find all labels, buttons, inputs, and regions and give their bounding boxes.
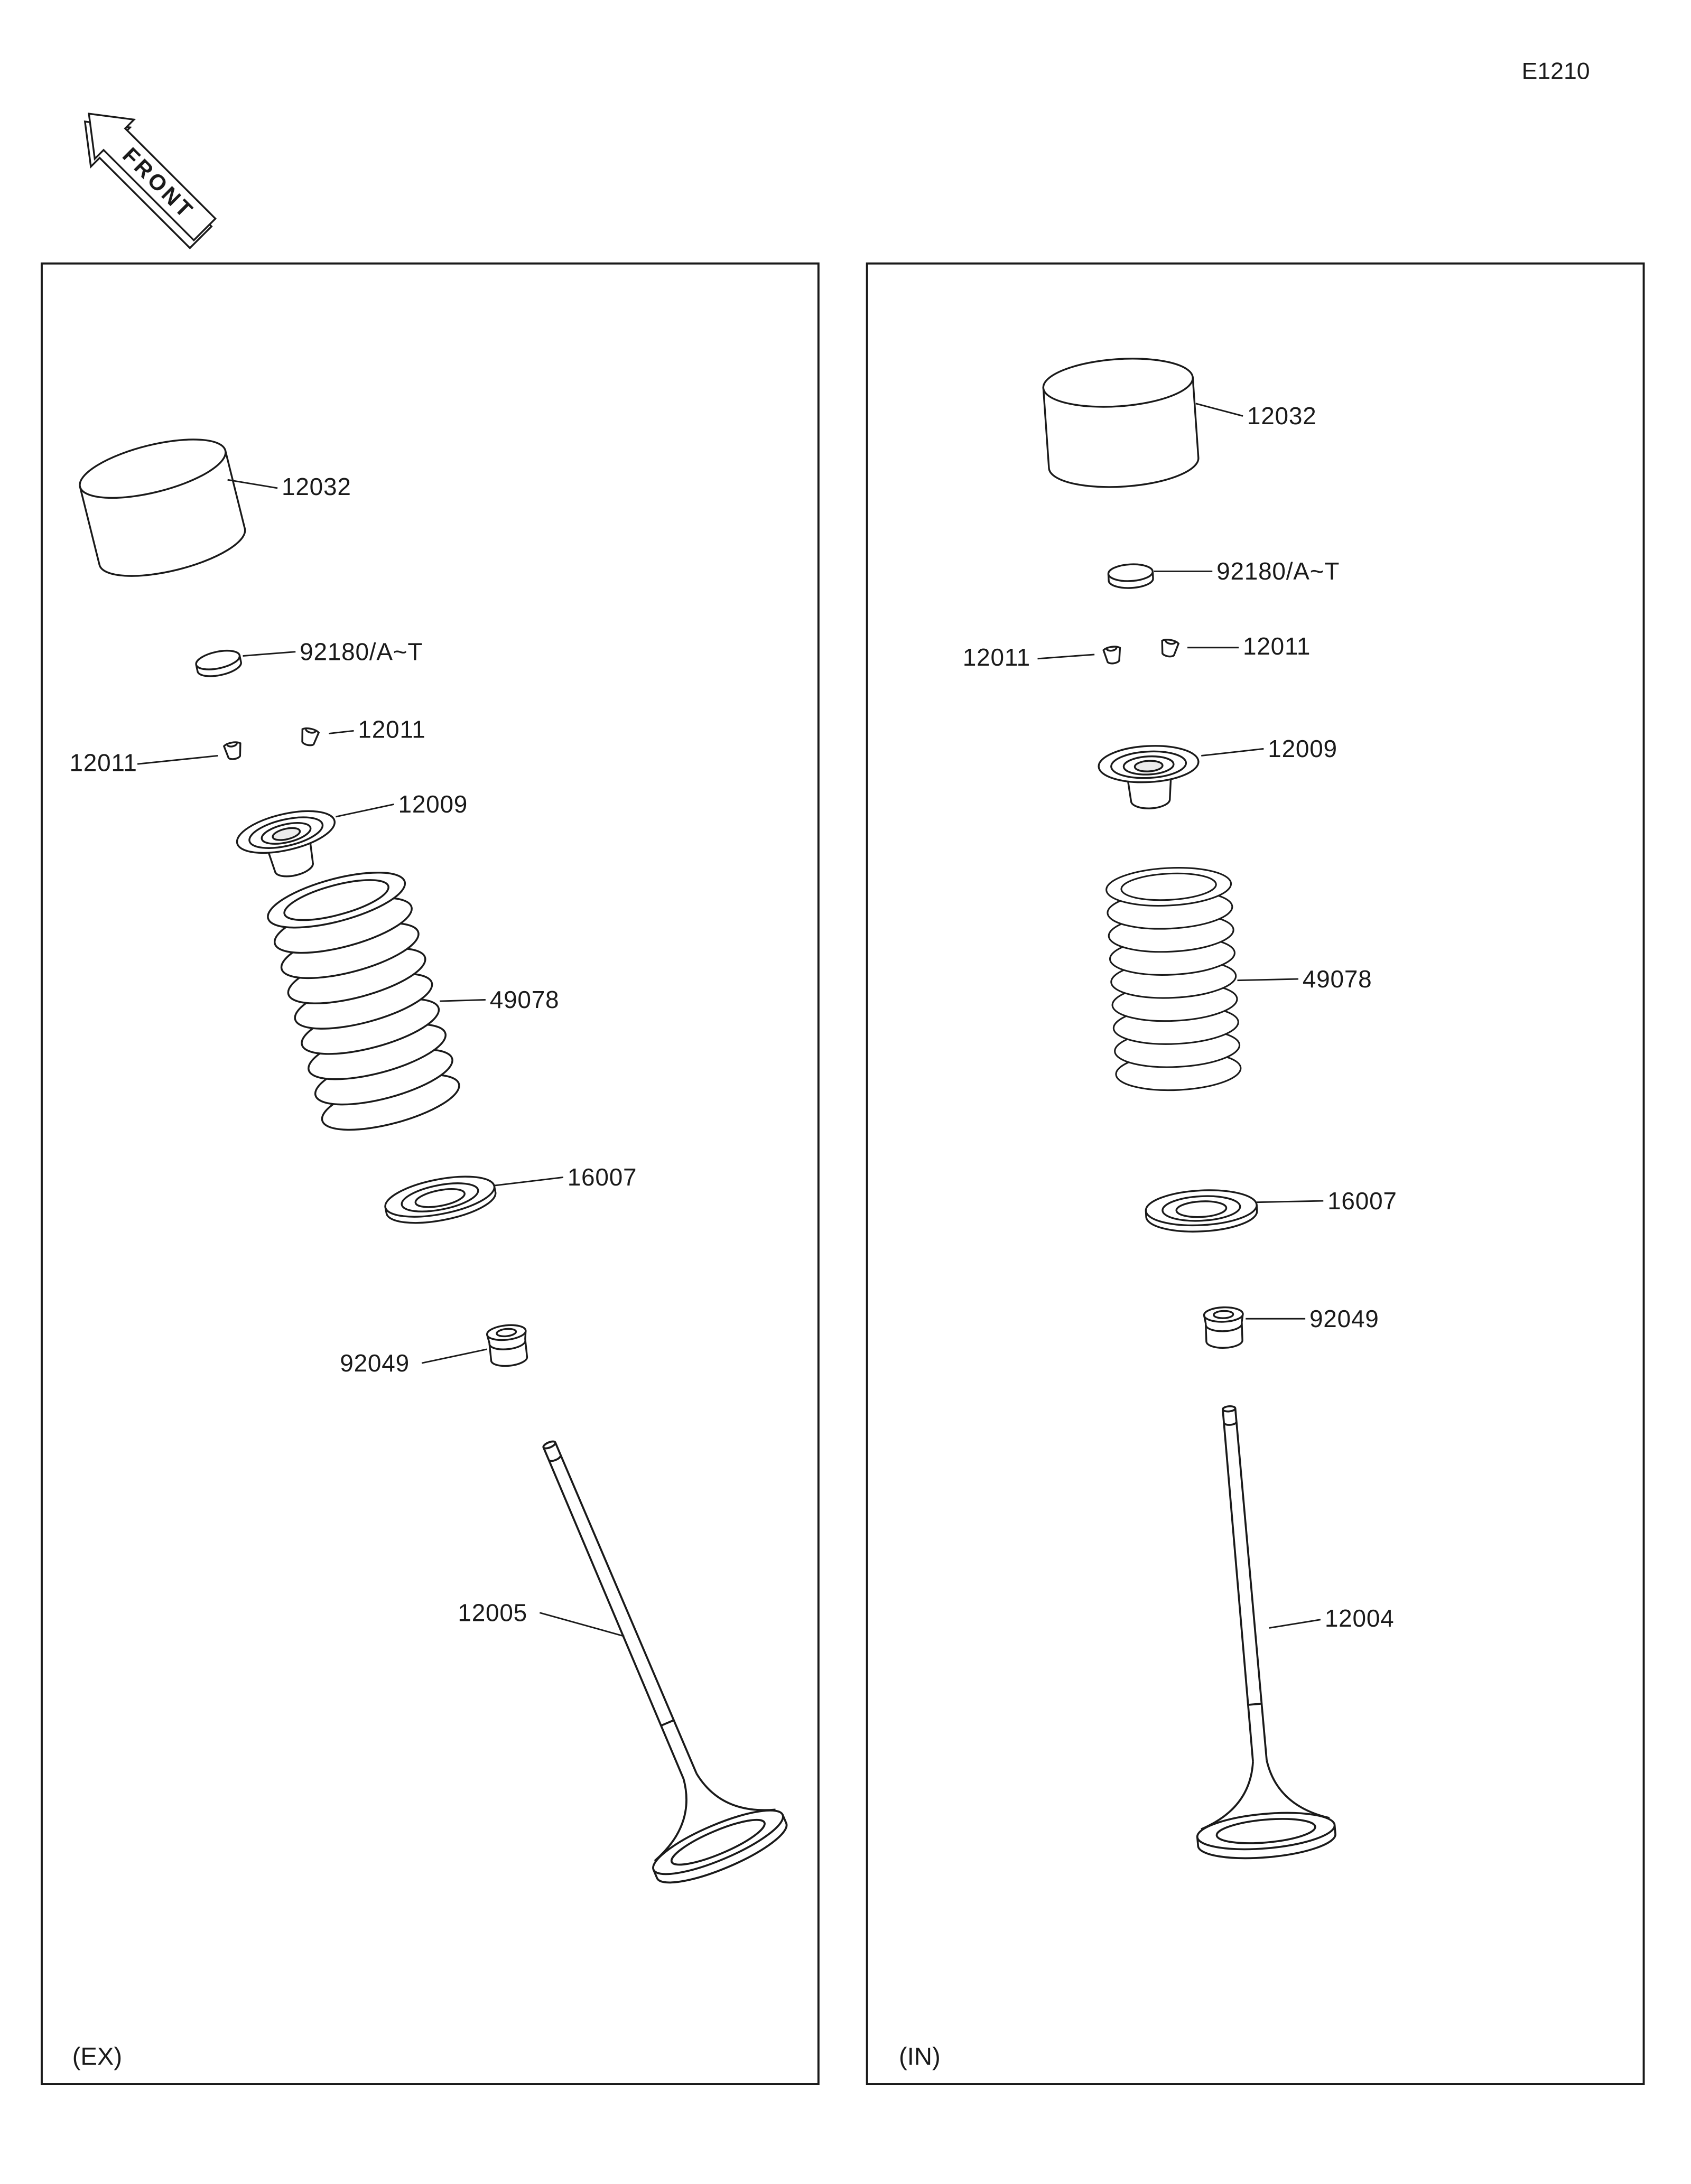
label-keeper-left-in: 12011 — [963, 643, 1030, 671]
intake-panel-border — [866, 262, 1645, 2085]
intake-panel: 12032 92180/A~T 12011 12011 12009 49078 … — [866, 262, 1645, 2085]
leader-line — [1237, 978, 1299, 982]
leader-line — [336, 803, 394, 818]
valve-keeper-left-ex — [222, 740, 244, 762]
intake-caption: (IN) — [899, 2042, 941, 2070]
label-valve-lifter-in: 12032 — [1247, 402, 1317, 430]
label-shim-ex: 92180/A~T — [300, 638, 423, 665]
label-valve-lifter-ex: 12032 — [282, 473, 351, 500]
label-oil-seal-ex: 92049 — [340, 1349, 410, 1377]
page-code: E1210 — [1522, 59, 1590, 85]
shim-in — [1107, 562, 1155, 590]
label-spring-retainer-ex: 12009 — [398, 790, 468, 818]
leader-line — [494, 1176, 564, 1187]
leader-line — [1195, 403, 1243, 417]
leader-line — [539, 1612, 625, 1637]
label-intake-valve: 12004 — [1325, 1604, 1395, 1632]
spring-retainer-in — [1097, 742, 1202, 812]
label-spring-retainer-in: 12009 — [1268, 735, 1337, 762]
leader-line — [421, 1348, 487, 1364]
leader-line — [243, 651, 296, 657]
exhaust-caption: (EX) — [72, 2042, 122, 2070]
leader-line — [1269, 1619, 1321, 1629]
label-valve-spring-in: 49078 — [1303, 965, 1372, 993]
label-oil-seal-in: 92049 — [1309, 1305, 1379, 1332]
spring-seat-ex — [381, 1168, 500, 1231]
front-arrow-body — [88, 113, 217, 242]
label-keeper-right-ex: 12011 — [358, 715, 425, 743]
leader-line — [137, 755, 218, 765]
leader-line — [440, 999, 486, 1002]
label-valve-spring-ex: 49078 — [490, 986, 560, 1013]
leader-line — [1257, 1200, 1324, 1203]
valve-lifter-ex — [73, 426, 252, 589]
label-spring-seat-ex: 16007 — [568, 1163, 637, 1191]
shim-ex — [193, 646, 244, 681]
leader-line — [227, 479, 278, 489]
leader-line — [1201, 748, 1264, 757]
valve-spring-in — [1104, 864, 1243, 1094]
label-exhaust-valve: 12005 — [458, 1599, 527, 1626]
valve-keeper-left-in — [1102, 645, 1123, 666]
oil-seal-ex — [485, 1322, 531, 1369]
label-keeper-right-in: 12011 — [1243, 632, 1311, 660]
spring-seat-in — [1144, 1187, 1259, 1235]
valve-lifter-in — [1040, 353, 1201, 493]
valve-spring-ex — [262, 860, 466, 1142]
label-shim-in: 92180/A~T — [1216, 557, 1340, 585]
exhaust-valve-drawing — [482, 1414, 794, 1896]
exhaust-panel-border — [40, 262, 820, 2085]
label-spring-seat-in: 16007 — [1327, 1187, 1397, 1215]
valve-keeper-right-in — [1158, 637, 1180, 659]
exhaust-panel: 12032 92180/A~T 12011 12011 12009 49078 … — [40, 262, 820, 2085]
leader-line — [329, 730, 354, 734]
intake-valve-drawing — [1159, 1399, 1338, 1864]
oil-seal-in — [1203, 1305, 1245, 1350]
front-arrow: FRONT — [83, 113, 217, 249]
leader-line — [1037, 654, 1095, 660]
label-keeper-left-ex: 12011 — [69, 749, 137, 776]
spring-retainer-ex — [232, 802, 346, 888]
valve-keeper-right-ex — [298, 726, 320, 748]
